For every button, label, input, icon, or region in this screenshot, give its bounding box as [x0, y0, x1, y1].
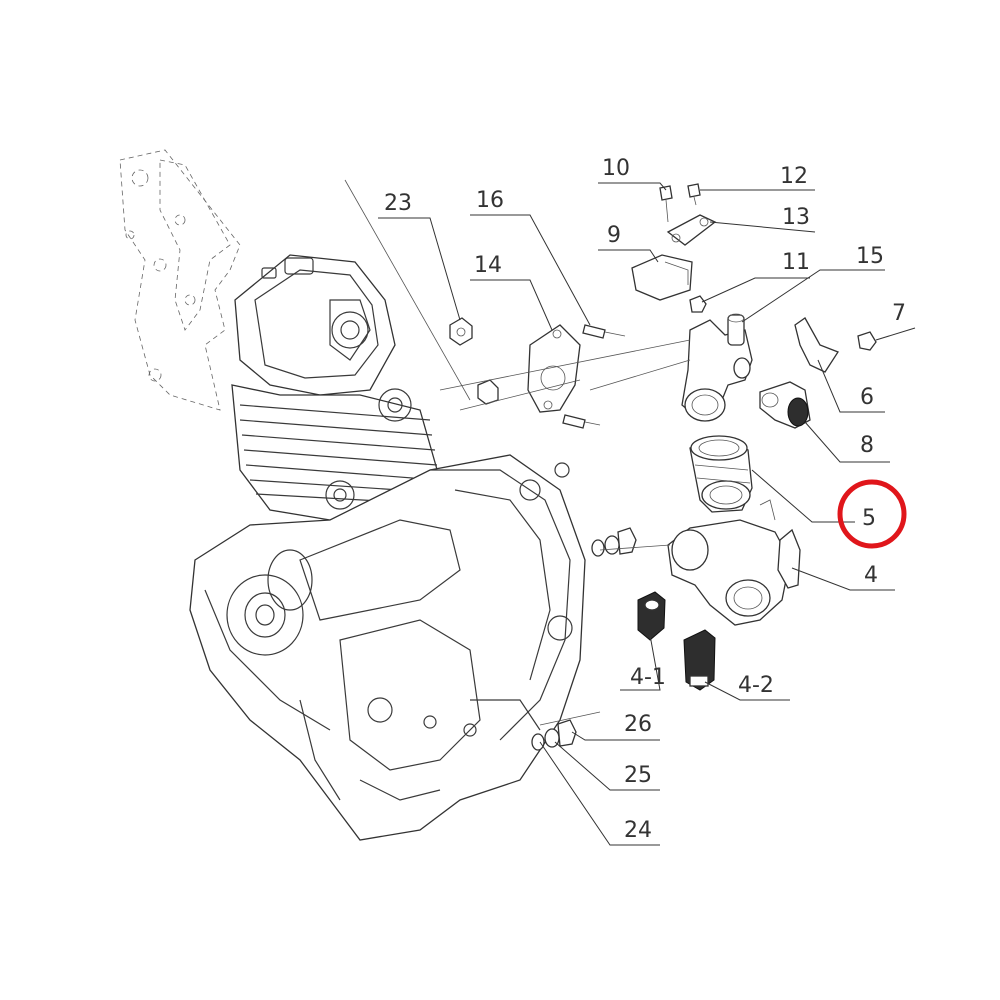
callout-4-1: 4-1 [630, 665, 666, 690]
callout-26: 26 [624, 712, 652, 737]
callout-7: 7 [892, 301, 906, 326]
leader-lines [344, 179, 916, 846]
callout-4-2: 4-2 [738, 673, 774, 698]
callout-25: 25 [624, 763, 652, 788]
callout-8: 8 [860, 433, 874, 458]
callout-15: 15 [856, 244, 884, 269]
intake-parts [631, 214, 839, 691]
callout-4: 4 [864, 563, 878, 588]
callout-16: 16 [476, 188, 504, 213]
callout-5: 5 [862, 506, 876, 531]
engine-block [189, 254, 586, 841]
callout-23: 23 [384, 191, 412, 216]
callout-14: 14 [474, 253, 502, 278]
callout-24: 24 [624, 818, 652, 843]
engine-mount-bracket [119, 149, 241, 411]
callout-labels: 10 12 13 9 11 15 7 6 8 5 4 4-1 4-2 26 25… [384, 156, 906, 843]
callout-13: 13 [782, 205, 810, 230]
callout-10: 10 [602, 156, 630, 181]
callout-9: 9 [607, 223, 621, 248]
highlight-circle [837, 479, 907, 549]
callout-12: 12 [780, 164, 808, 189]
callout-6: 6 [860, 385, 874, 410]
callout-11: 11 [782, 250, 810, 275]
